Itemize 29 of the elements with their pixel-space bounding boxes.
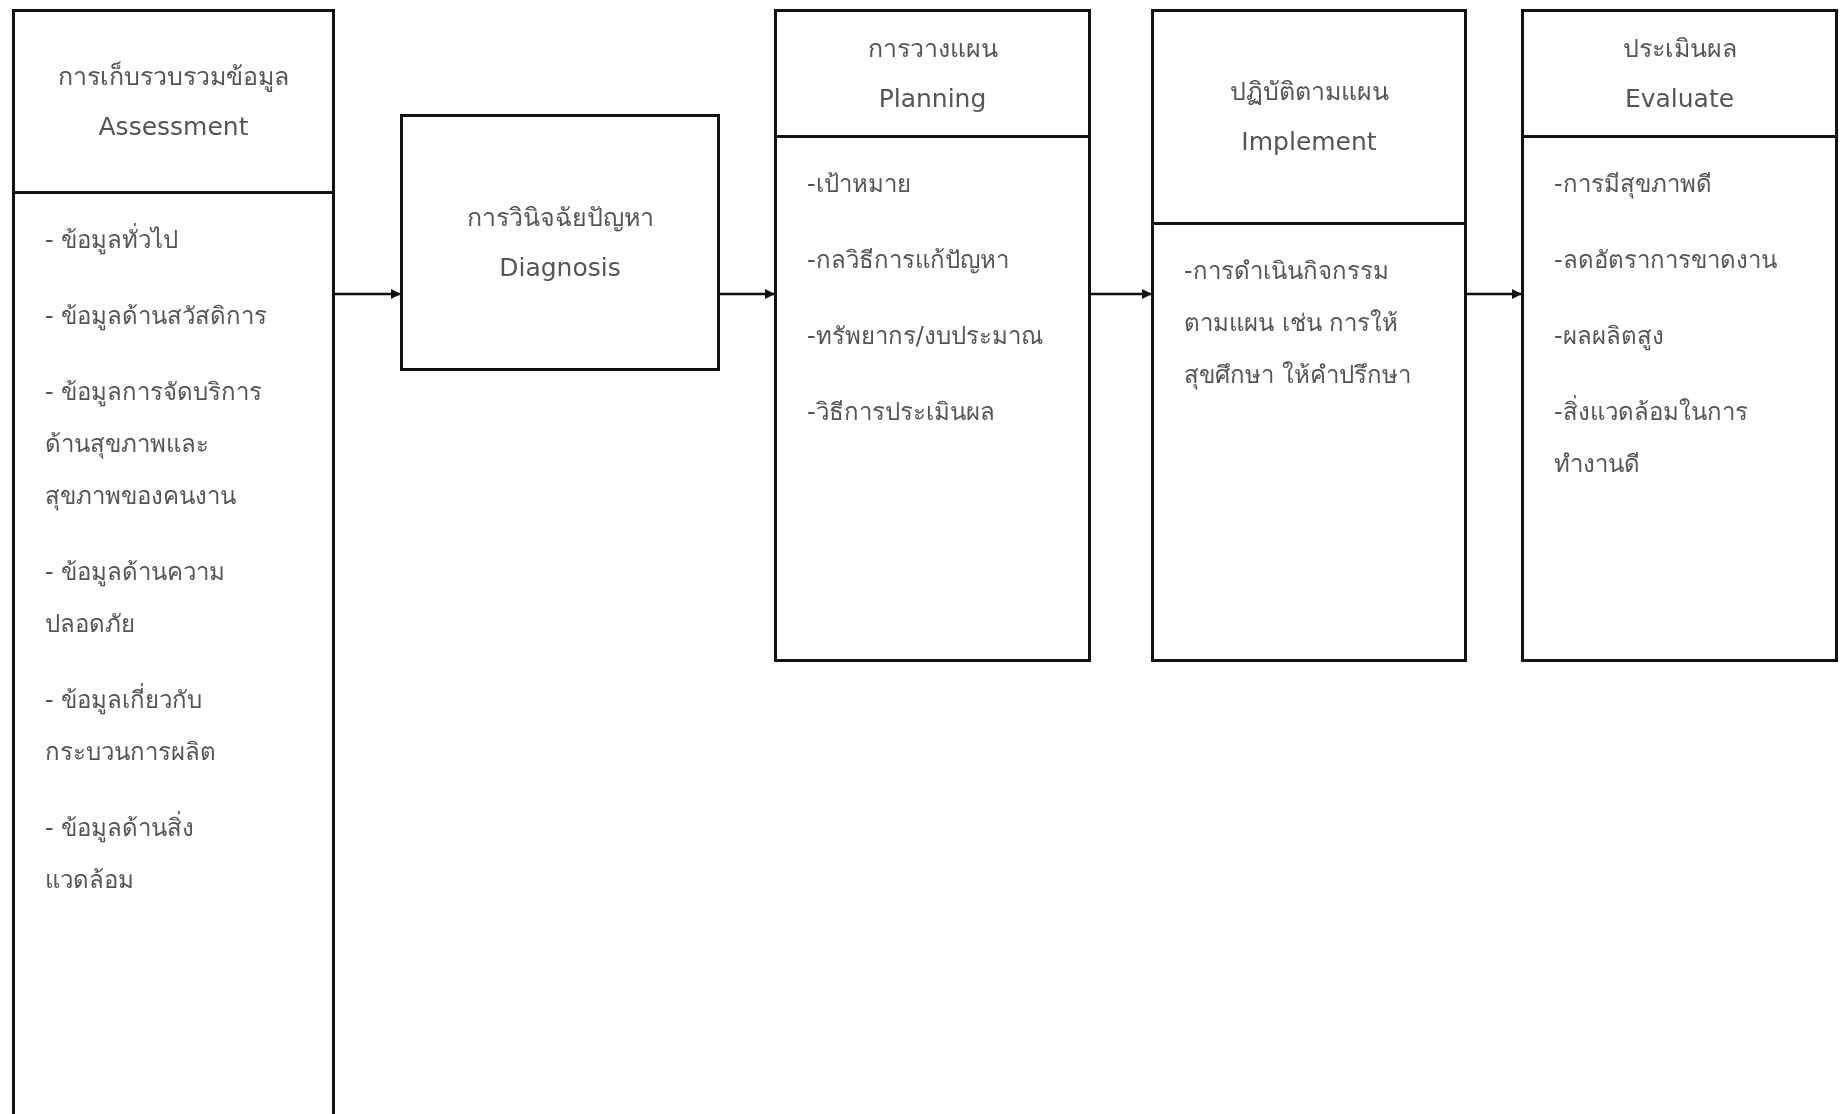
list-item: - ข้อมูลเกี่ยวกับกระบวนการผลิต xyxy=(45,674,275,778)
list-item: -ผลผลิตสูง xyxy=(1554,321,1665,353)
arrow xyxy=(720,289,775,299)
list-item: -วิธีการประเมินผล xyxy=(807,397,996,428)
process-box xyxy=(1521,9,1838,662)
box-heading: การวินิจฉัยปัญหา Diagnosis xyxy=(465,201,655,284)
process-box xyxy=(12,9,335,1114)
arrow xyxy=(1091,289,1152,299)
list-item: -กลวิธีการแก้ปัญหา xyxy=(807,245,1010,276)
list-item: -การมีสุขภาพดี xyxy=(1554,169,1713,201)
process-box xyxy=(774,9,1091,662)
list-item: - ข้อมูลการจัดบริการด้านสุขภาพและสุขภาพของคนงาน xyxy=(45,377,264,513)
box-heading: การเก็บรวบรวมข้อมูล Assessment xyxy=(57,60,290,143)
box-heading: ปฏิบัติตามแผน Implement xyxy=(1228,76,1390,158)
list-item: - ข้อมูลด้านสิ่งแวดล้อม xyxy=(45,802,275,906)
list-item: -สิ่งแวดล้อมในการทำงานดี xyxy=(1554,386,1814,490)
process-box xyxy=(1151,9,1467,662)
list-item: - ข้อมูลทั่วไป xyxy=(45,214,275,266)
list-item: - ข้อมูลด้านสวัสดิการ xyxy=(45,301,269,333)
list-item: -ทรัพยากร/งบประมาณ xyxy=(807,321,1044,352)
list-item: -ลดอัตราการขาดงาน xyxy=(1554,245,1778,276)
box-heading: ประเมินผล Evaluate xyxy=(1621,32,1738,115)
arrow xyxy=(335,289,401,299)
list-item: -การดำเนินกิจกรรมตามแผน เช่น การให้สุขศึกษา ให้คำปรึกษา xyxy=(1184,256,1412,392)
box-heading: การวางแผน Planning xyxy=(866,32,999,115)
list-item: - ข้อมูลด้านความปลอดภัย xyxy=(45,557,227,640)
arrow xyxy=(1467,289,1522,299)
list-item: -เป้าหมาย xyxy=(807,169,912,200)
process-box xyxy=(400,114,720,371)
